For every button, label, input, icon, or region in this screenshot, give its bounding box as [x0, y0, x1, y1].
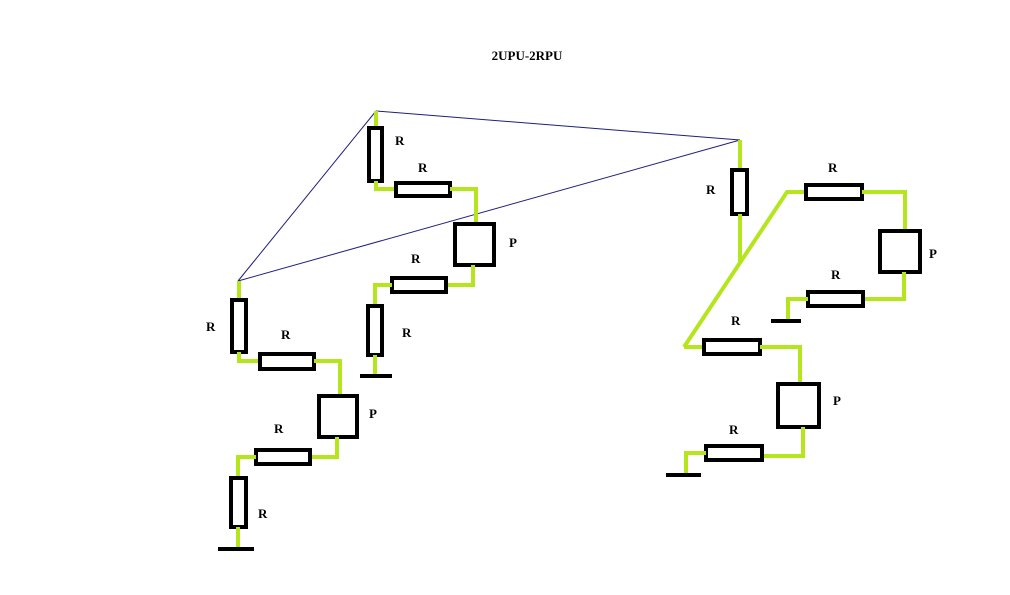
revolute-joint — [258, 352, 316, 371]
label-r: R — [729, 422, 739, 437]
prismatic-joint — [878, 229, 922, 274]
link-wire — [446, 265, 475, 287]
revolute-joint — [394, 181, 452, 198]
platform-edge-top — [375, 110, 741, 141]
link-wire — [760, 345, 802, 384]
label-r: R — [831, 267, 841, 282]
diagram-title: 2UPU-2RPU — [492, 48, 563, 63]
revolute-joint — [704, 444, 764, 462]
label-r: R — [402, 325, 412, 340]
label-r: R — [731, 313, 741, 328]
moving-platform — [237, 110, 741, 282]
revolute-joint — [730, 168, 749, 216]
revolute-joint — [254, 448, 312, 466]
platform-edge-left — [237, 110, 377, 282]
revolute-joint — [229, 476, 248, 529]
platform-edge-diagonal — [237, 139, 741, 282]
label-r: R — [281, 327, 291, 342]
limb-upper-rpu — [682, 140, 922, 349]
label-r: R — [418, 160, 428, 175]
link-wire — [236, 455, 256, 478]
link-wire — [374, 181, 396, 191]
revolute-joint — [367, 126, 384, 183]
revolute-joint — [804, 183, 864, 201]
label-p: P — [509, 235, 517, 250]
link-wire — [450, 187, 478, 224]
label-r: R — [206, 319, 216, 334]
label-r: R — [828, 160, 838, 175]
label-r: R — [395, 133, 405, 148]
revolute-joint — [806, 290, 865, 308]
link-wire — [237, 352, 260, 363]
link-wire — [373, 283, 392, 306]
link-wire — [862, 190, 907, 231]
label-p: P — [833, 393, 841, 408]
revolute-joint — [230, 298, 248, 354]
revolute-joint — [390, 276, 448, 294]
link-wire — [684, 451, 706, 475]
label-r: R — [411, 251, 421, 266]
label-r: R — [274, 421, 284, 436]
limb-upper-upu — [360, 111, 496, 378]
limb-lower-rpu — [666, 338, 821, 477]
label-p: P — [369, 406, 377, 421]
label-r: R — [258, 506, 268, 521]
label-r: R — [706, 182, 716, 197]
revolute-joint — [366, 304, 384, 357]
link-wire — [314, 359, 342, 396]
revolute-joint — [702, 338, 762, 356]
link-wire — [682, 190, 806, 349]
joint-labels: R R P R R R R P R R R R P R R P R — [206, 133, 937, 521]
link-wire — [310, 437, 339, 459]
limb-lower-upu — [218, 281, 359, 551]
prismatic-joint — [776, 382, 821, 429]
label-p: P — [929, 246, 937, 261]
link-wire — [786, 297, 808, 321]
link-wire — [863, 272, 906, 301]
prismatic-joint — [453, 222, 496, 267]
prismatic-joint — [317, 394, 359, 439]
link-wire — [762, 427, 805, 458]
